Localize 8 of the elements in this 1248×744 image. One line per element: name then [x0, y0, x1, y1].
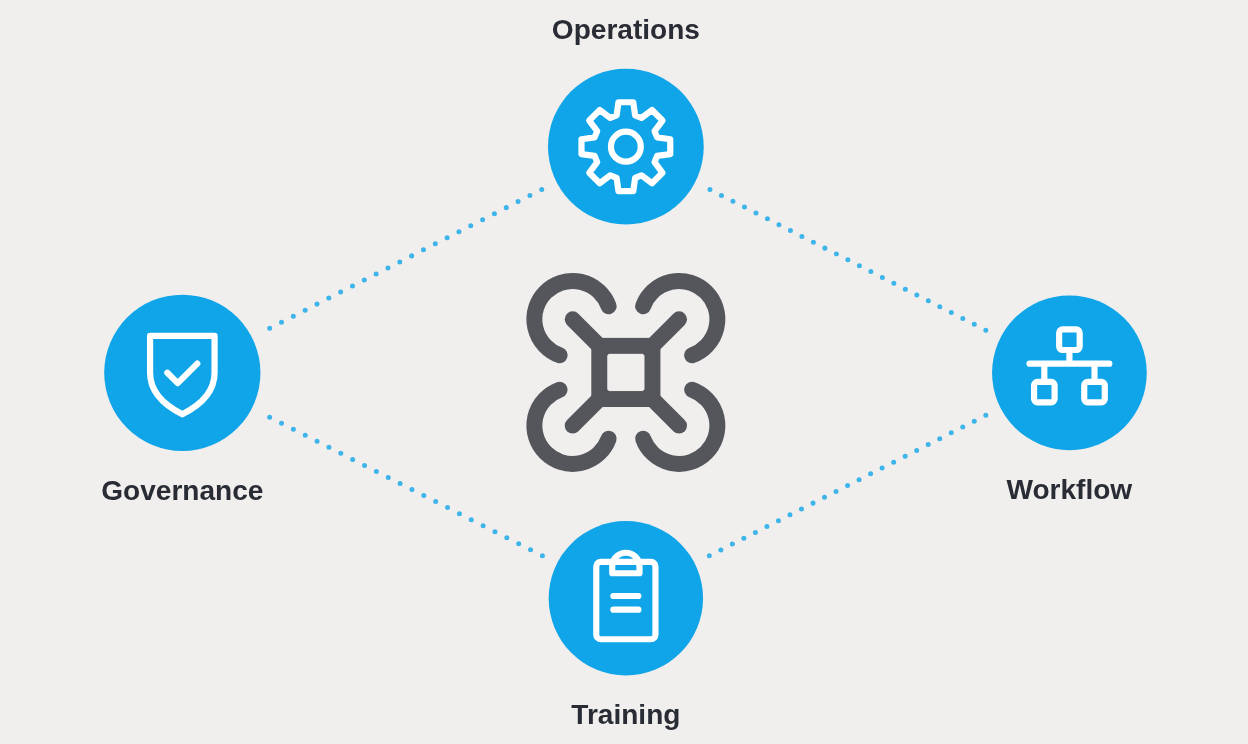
node-label: Operations — [551, 14, 700, 46]
dotted-connector — [267, 187, 545, 331]
node-label: Workflow — [1006, 473, 1133, 505]
node-label: Governance — [101, 474, 264, 506]
dotted-connector — [707, 187, 989, 333]
dotted-connector — [267, 414, 545, 559]
dotted-connector — [706, 412, 989, 559]
node-label: Training — [571, 699, 681, 731]
